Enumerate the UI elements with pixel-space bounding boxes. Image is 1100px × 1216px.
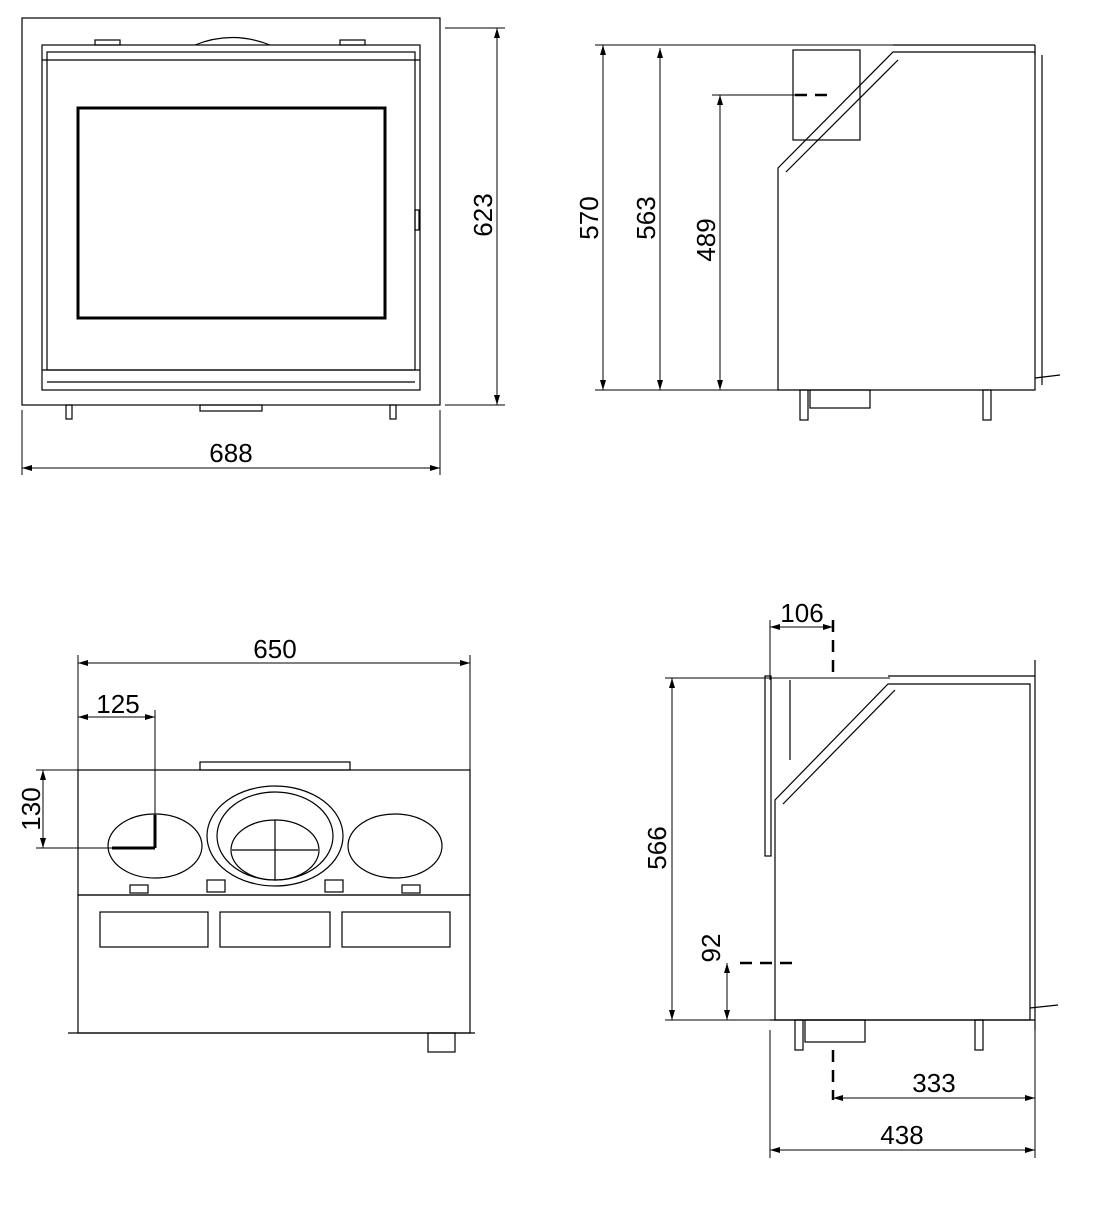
glass-window (76, 106, 387, 320)
side-body-height-label: 563 (631, 196, 661, 239)
section-height-label: 566 (642, 826, 672, 869)
side-total-height-label: 570 (574, 196, 604, 239)
front-view: 688 623 (21, 17, 505, 475)
side-section-view: 106 566 92 333 438 (642, 598, 1059, 1158)
top-view: 650 125 130 (16, 634, 475, 1053)
side-outlet-height-label: 489 (691, 218, 721, 261)
section-inlet-depth-label: 333 (912, 1068, 955, 1098)
front-height-label: 623 (468, 193, 498, 236)
section-outlet-offset-label: 106 (780, 598, 823, 628)
section-inlet-height-label: 92 (696, 934, 726, 963)
top-outlet-depth-label: 130 (16, 787, 46, 830)
top-outlet-offset-label: 125 (96, 689, 139, 719)
side-view: 570 563 489 (574, 44, 1061, 421)
top-width-label: 650 (253, 634, 296, 664)
section-depth-label: 438 (880, 1120, 923, 1150)
front-width-label: 688 (209, 438, 252, 468)
